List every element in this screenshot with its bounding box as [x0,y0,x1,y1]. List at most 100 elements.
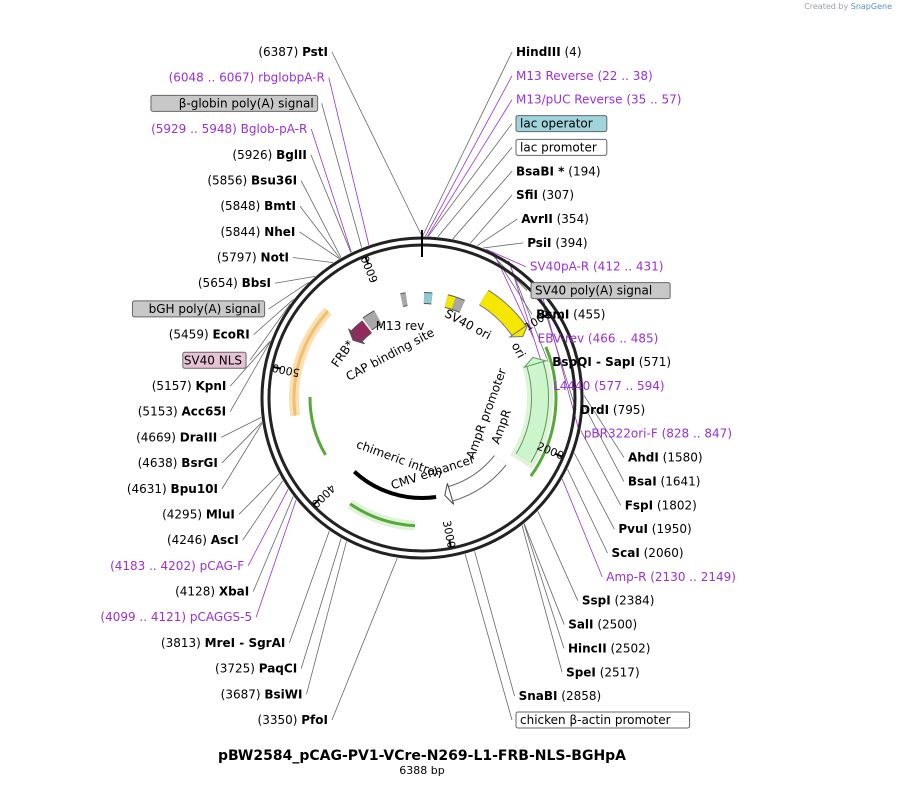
site-label-text: (4183 .. 4202) pCAG-F [110,559,244,573]
sv40-ori-box [444,295,456,309]
site-position: (412 .. 431) [589,260,663,274]
site-label-bbsi: (5654) BbsI [198,276,271,290]
site-label-sv40-nls: SV40 NLS [182,351,247,369]
leader-line [247,489,289,567]
site-position: (5844) [220,225,264,239]
site-position: (1641) [657,474,701,488]
site-label-text: (5856) Bsu36I [207,173,297,187]
site-position: (4295) [162,507,206,521]
site-label-paqci: (3725) PaqCI [215,662,297,676]
inner-label-ori: ori [509,340,529,360]
leader-line [521,525,563,673]
site-position: (4246) [167,533,211,547]
site-position: (4) [561,45,582,59]
leader-line [427,99,513,237]
site-position: (5459) [169,328,213,342]
site-label-text: HindIII (4) [516,45,582,59]
site-label-chicken-actin-promoter: chicken β-actin promoter [515,711,691,729]
site-label-acc65i: (5153) Acc65I [138,405,226,419]
site-position: (5797) [217,251,261,265]
pcag-arc [349,502,416,528]
tick-mark [541,312,550,320]
site-position: (3813) [161,636,205,650]
site-label-mlui: (4295) MluI [162,507,235,521]
site-position: (194) [564,164,600,178]
inner-label-sv40-ori: SV40 ori [442,306,493,342]
site-label-text: AvrII (354) [521,212,589,226]
leader-line [485,248,527,268]
enzyme-name: ScaI [611,546,639,560]
enzyme-name: SspI [582,594,611,608]
site-label-avrii: AvrII (354) [521,212,589,226]
site-label-text: (4295) MluI [162,507,235,521]
enzyme-name: KpnI [195,379,226,393]
enzyme-name: BbsI [242,276,271,290]
enzyme-name: SfiI [516,188,538,202]
leader-line [561,478,603,578]
leader-line [288,530,330,644]
plasmid-size: 6388 bp [399,764,444,777]
enzyme-name: BglII [276,148,307,162]
cmv-enhancer-arrowhead [444,483,455,505]
primer-name: pCAGGS-5 [190,610,252,624]
enzyme-name: DrdI [580,403,609,417]
enzyme-name: BsrGI [181,456,218,470]
site-label-psti: (6387) PstI [258,45,328,59]
site-label-pvui: PvuI (1950) [618,522,691,536]
site-position: (4128) [175,585,219,599]
site-position: (828 .. 847) [658,427,732,441]
site-label-ecori: (5459) EcoRI [169,328,250,342]
enzyme-name: BmtI [264,199,296,213]
site-label-text: (3725) PaqCI [215,662,297,676]
site-label-text: (5844) NheI [220,225,295,239]
site-label-text: SpeI (2517) [566,665,640,679]
site-label-text: (3350) PfoI [258,713,328,727]
site-label-rbglobpa-r: (6048 .. 6067) rbglobpA-R [169,71,325,85]
leader-line [306,541,347,695]
site-label-text: (4669) DraIII [136,430,217,444]
site-position: (307) [538,188,574,202]
leader-line [583,404,625,482]
cag-arc [292,310,330,416]
feature-label-box [515,711,691,729]
site-label-xbai: (4128) XbaI [175,585,249,599]
leader-line [299,231,340,259]
site-label-text: BspQI - SapI (571) [552,355,671,369]
site-label-text: EBV-rev (466 .. 485) [538,331,659,345]
site-label-mrei-sgrai: (3813) MreI - SgrAI [161,636,285,650]
site-position: (2500) [594,618,638,632]
site-label-sfii: SfiI (307) [516,188,574,202]
leader-line [580,430,622,506]
enzyme-name: Bpu10I [171,482,218,496]
site-label-snabi: SnaBI (2858) [519,689,602,703]
site-label-pbr322ori-f: pBR322ori-F (828 .. 847) [584,427,732,441]
site-label-text: HincII (2502) [568,641,650,655]
site-label-text: FspI (1802) [625,498,697,512]
site-position: (1580) [659,451,703,465]
site-label-amp-r: Amp-R (2130 .. 2149) [606,570,736,584]
enzyme-name: AhdI [628,451,659,465]
site-label-bsrgi: (4638) BsrGI [138,456,218,470]
cmv-enhancer-arrow [448,455,506,501]
site-label-bpu10i: (4631) Bpu10I [127,482,218,496]
bgh-polya-box [363,311,382,330]
ori-arrowhead [508,323,530,338]
primer-name: Amp-R [606,570,646,584]
enzyme-name: BspQI - SapI [552,355,635,369]
site-position: (5153) [138,405,182,419]
feature-label-box [150,94,319,112]
site-label-kpni: (5157) KpnI [152,379,227,393]
feature-label-text: SV40 poly(A) signal [535,284,652,298]
sv40-polya-box [451,297,465,312]
site-label-ahdi: AhdI (1580) [628,451,703,465]
site-label-bgh-poly-a-signal: bGH poly(A) signal [131,300,266,318]
site-label-sv40-poly-a-signal: SV40 poly(A) signal [530,282,671,300]
site-label-pcag-f: (4183 .. 4202) pCAG-F [110,559,244,573]
snapgene-credit: Created by SnapGene [804,2,892,11]
leader-line [483,242,524,249]
site-position: (5856) [207,173,251,187]
leader-line [249,303,291,361]
enzyme-name: AscI [211,533,239,547]
site-label-text: (5459) EcoRI [169,328,250,342]
site-label-lac-promoter: lac promoter [515,138,608,156]
